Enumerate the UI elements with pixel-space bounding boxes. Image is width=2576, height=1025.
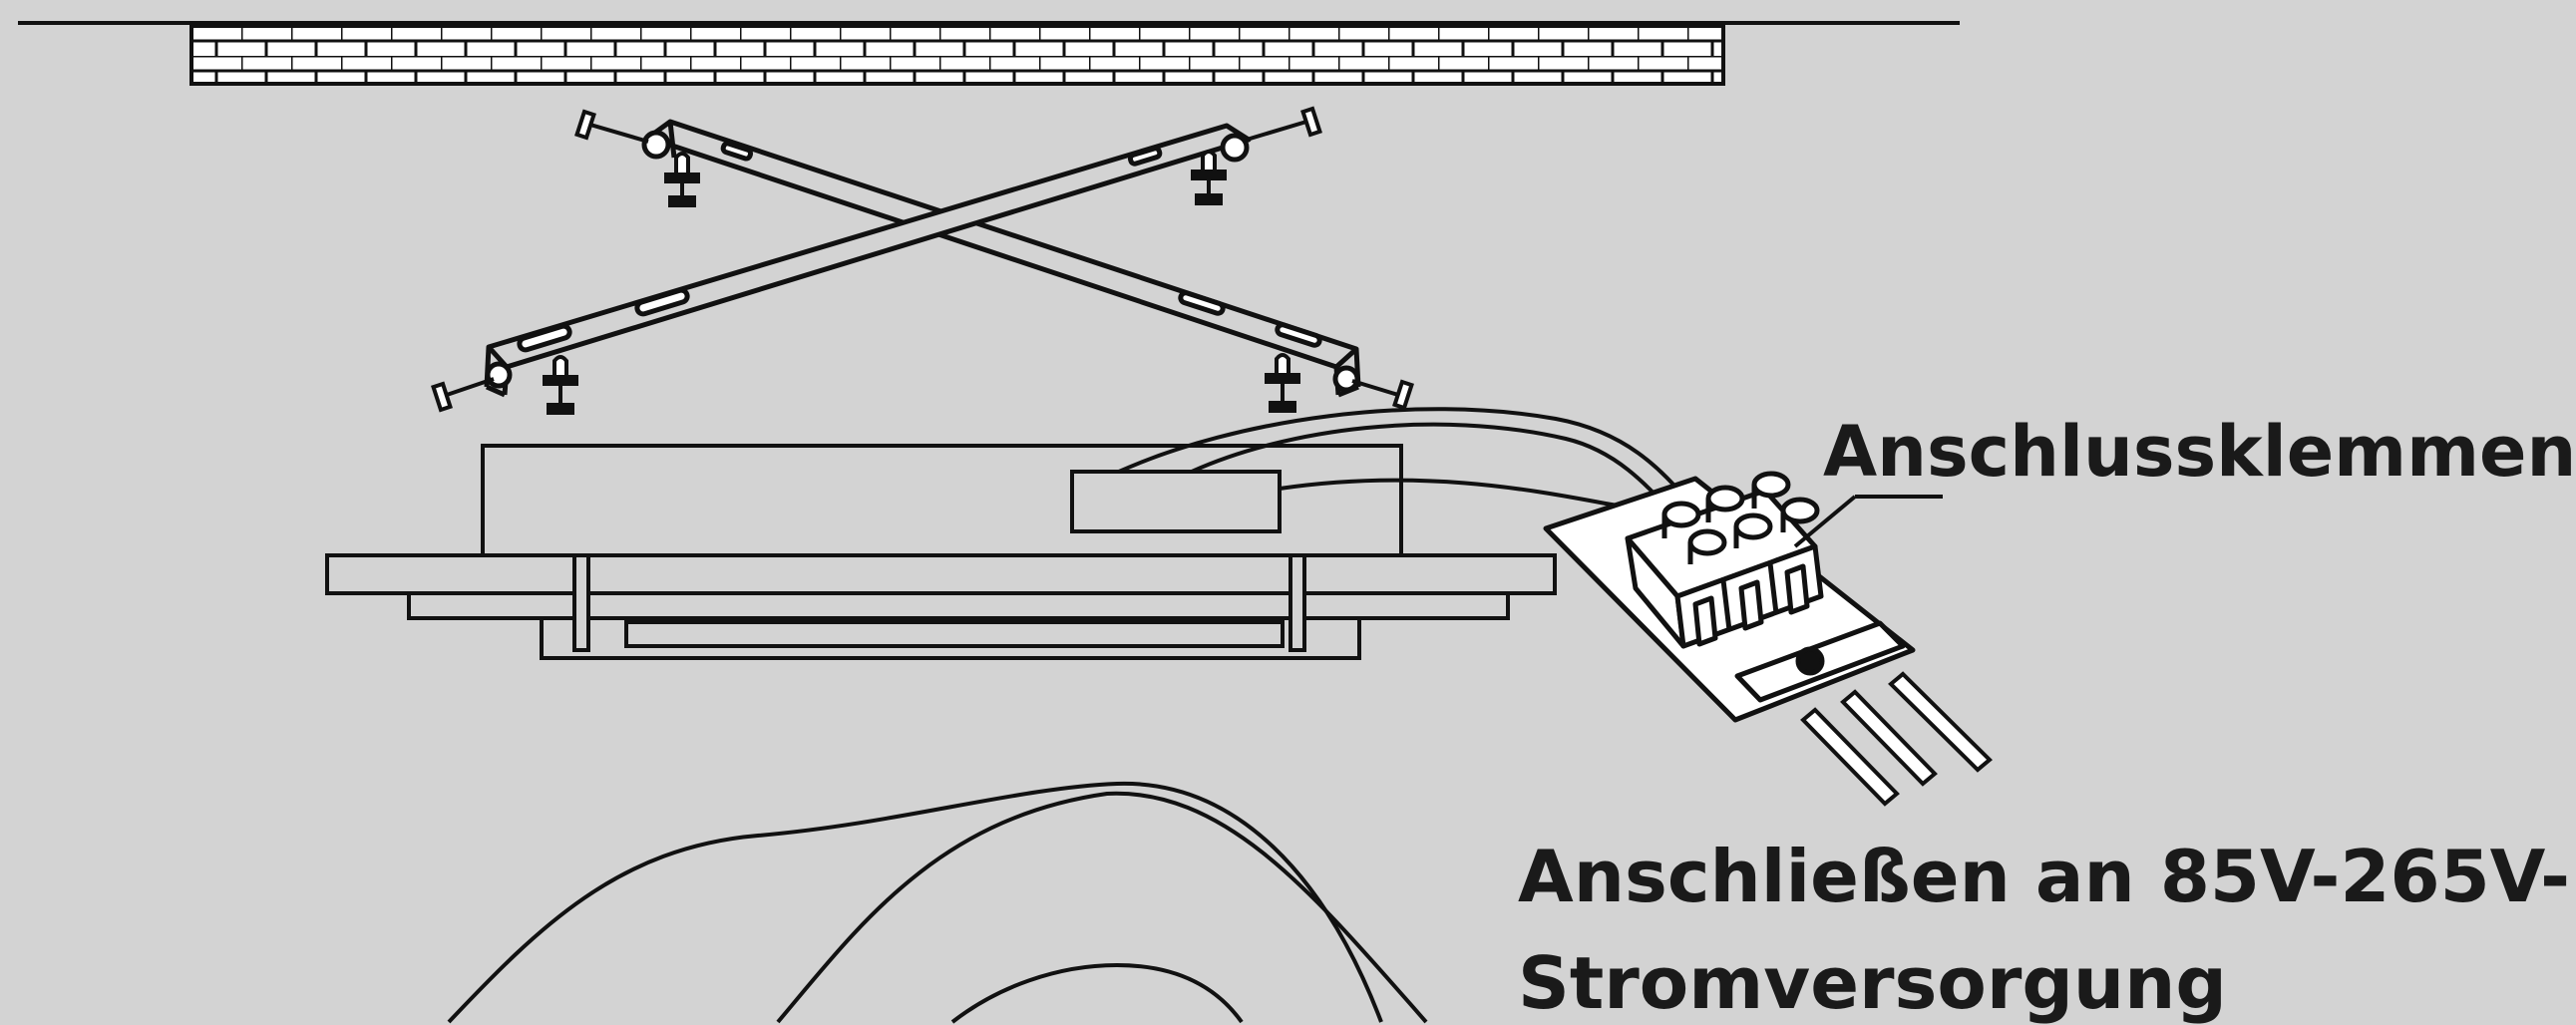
- lamp-plate-top: [325, 553, 1557, 595]
- screw-icon: [1351, 379, 1414, 411]
- pin-icon: [1800, 707, 1900, 807]
- driver-box: [1070, 470, 1282, 533]
- terminal-ground-screw: [1795, 646, 1825, 676]
- terminal-block-icon: [1543, 471, 1916, 723]
- wall-anchor-icon: [1191, 150, 1227, 205]
- terminal-leader-line: [1793, 495, 1857, 548]
- wall-anchors: [543, 150, 1300, 415]
- pin-icon: [1888, 671, 1993, 773]
- ceiling: [18, 21, 1960, 86]
- pin-icon: [1840, 689, 1938, 787]
- brick-ceiling-icon: [189, 24, 1725, 86]
- supply-pins: [1800, 671, 1993, 807]
- screw-icon: [1246, 106, 1322, 142]
- supply-cable: [447, 781, 1428, 1024]
- screws: [431, 106, 1414, 413]
- lamp-post-left: [572, 553, 590, 652]
- cross-mounting-bracket-icon: [484, 119, 1361, 398]
- installation-diagram: [18, 21, 1993, 1024]
- wall-anchor-icon: [1265, 353, 1300, 413]
- wall-anchor-icon: [543, 355, 578, 415]
- wall-anchor-icon: [664, 152, 700, 207]
- lamp-plate-mid: [407, 591, 1510, 620]
- screw-icon: [574, 109, 649, 144]
- terminals-label: Anschlussklemmen: [1823, 411, 2576, 493]
- connect-label-line1: Anschließen an 85V-265V-: [1518, 835, 2571, 918]
- bracket-bar-a: [645, 119, 1359, 370]
- lamp-diffuser-inner: [624, 620, 1285, 648]
- ceiling-lamp-icon: [325, 444, 1557, 660]
- screw-icon: [431, 377, 495, 413]
- lamp-post-right: [1288, 553, 1306, 652]
- connect-label-line2: Stromversorgung: [1518, 941, 2227, 1025]
